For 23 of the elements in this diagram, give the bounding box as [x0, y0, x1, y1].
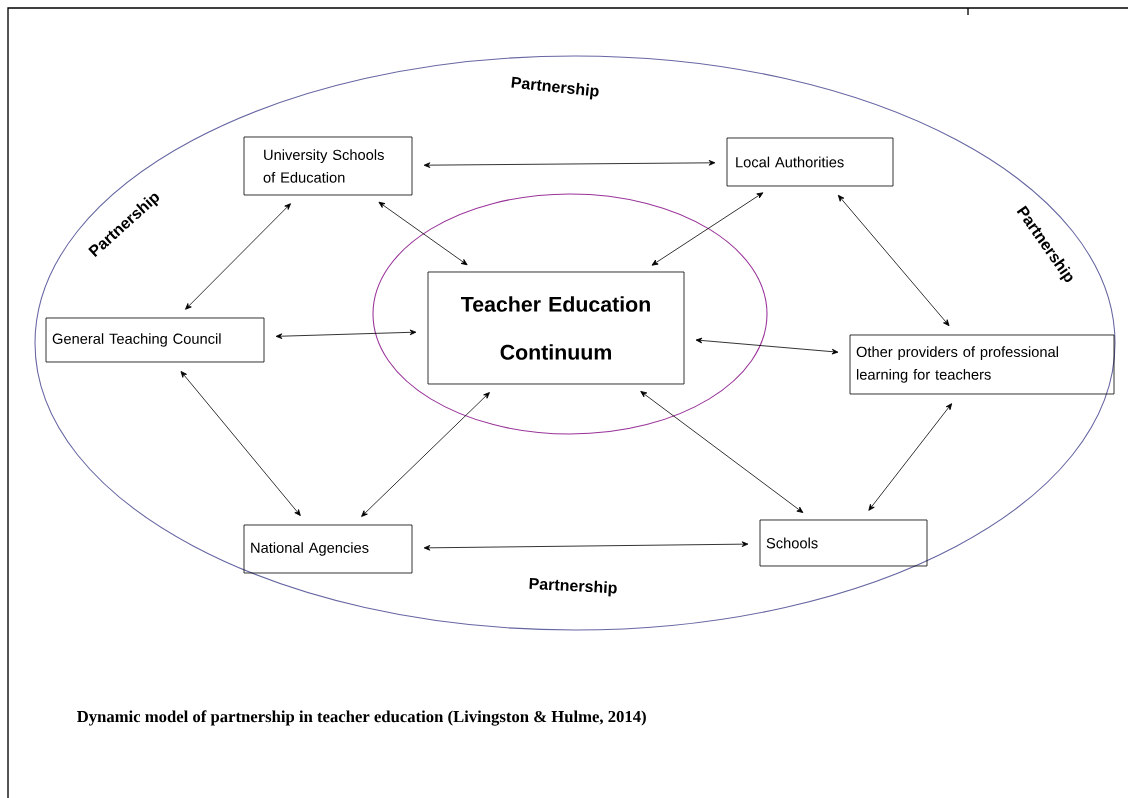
text-box: University Schools of Education	[243, 136, 413, 196]
text-box: Local Authorities	[726, 137, 894, 187]
text-box: Other providers of professional learning for teachers	[849, 334, 1115, 395]
arrow	[378, 201, 468, 266]
arrow	[868, 403, 953, 511]
text-box: Teacher Education Continuum	[427, 271, 685, 385]
arrow	[640, 391, 804, 513]
partnership-label: Partnership	[511, 76, 599, 100]
arrow	[423, 160, 716, 168]
arrow	[185, 203, 291, 310]
arrow	[275, 329, 417, 339]
caption: Dynamic model of partnership in teacher education (Livingston & Hulme, 2014)	[77, 710, 646, 726]
text-box: Schools	[759, 519, 928, 567]
arrow	[695, 337, 839, 355]
arrow	[837, 194, 950, 327]
ellipse	[372, 193, 768, 435]
arrow	[423, 541, 749, 551]
arrow	[180, 371, 301, 516]
partnership-label: Partnership	[529, 577, 617, 597]
text-box: National Agencies	[243, 524, 413, 574]
arrow	[651, 192, 764, 266]
text-box: General Teaching Council	[45, 317, 265, 363]
arrow	[361, 392, 490, 517]
